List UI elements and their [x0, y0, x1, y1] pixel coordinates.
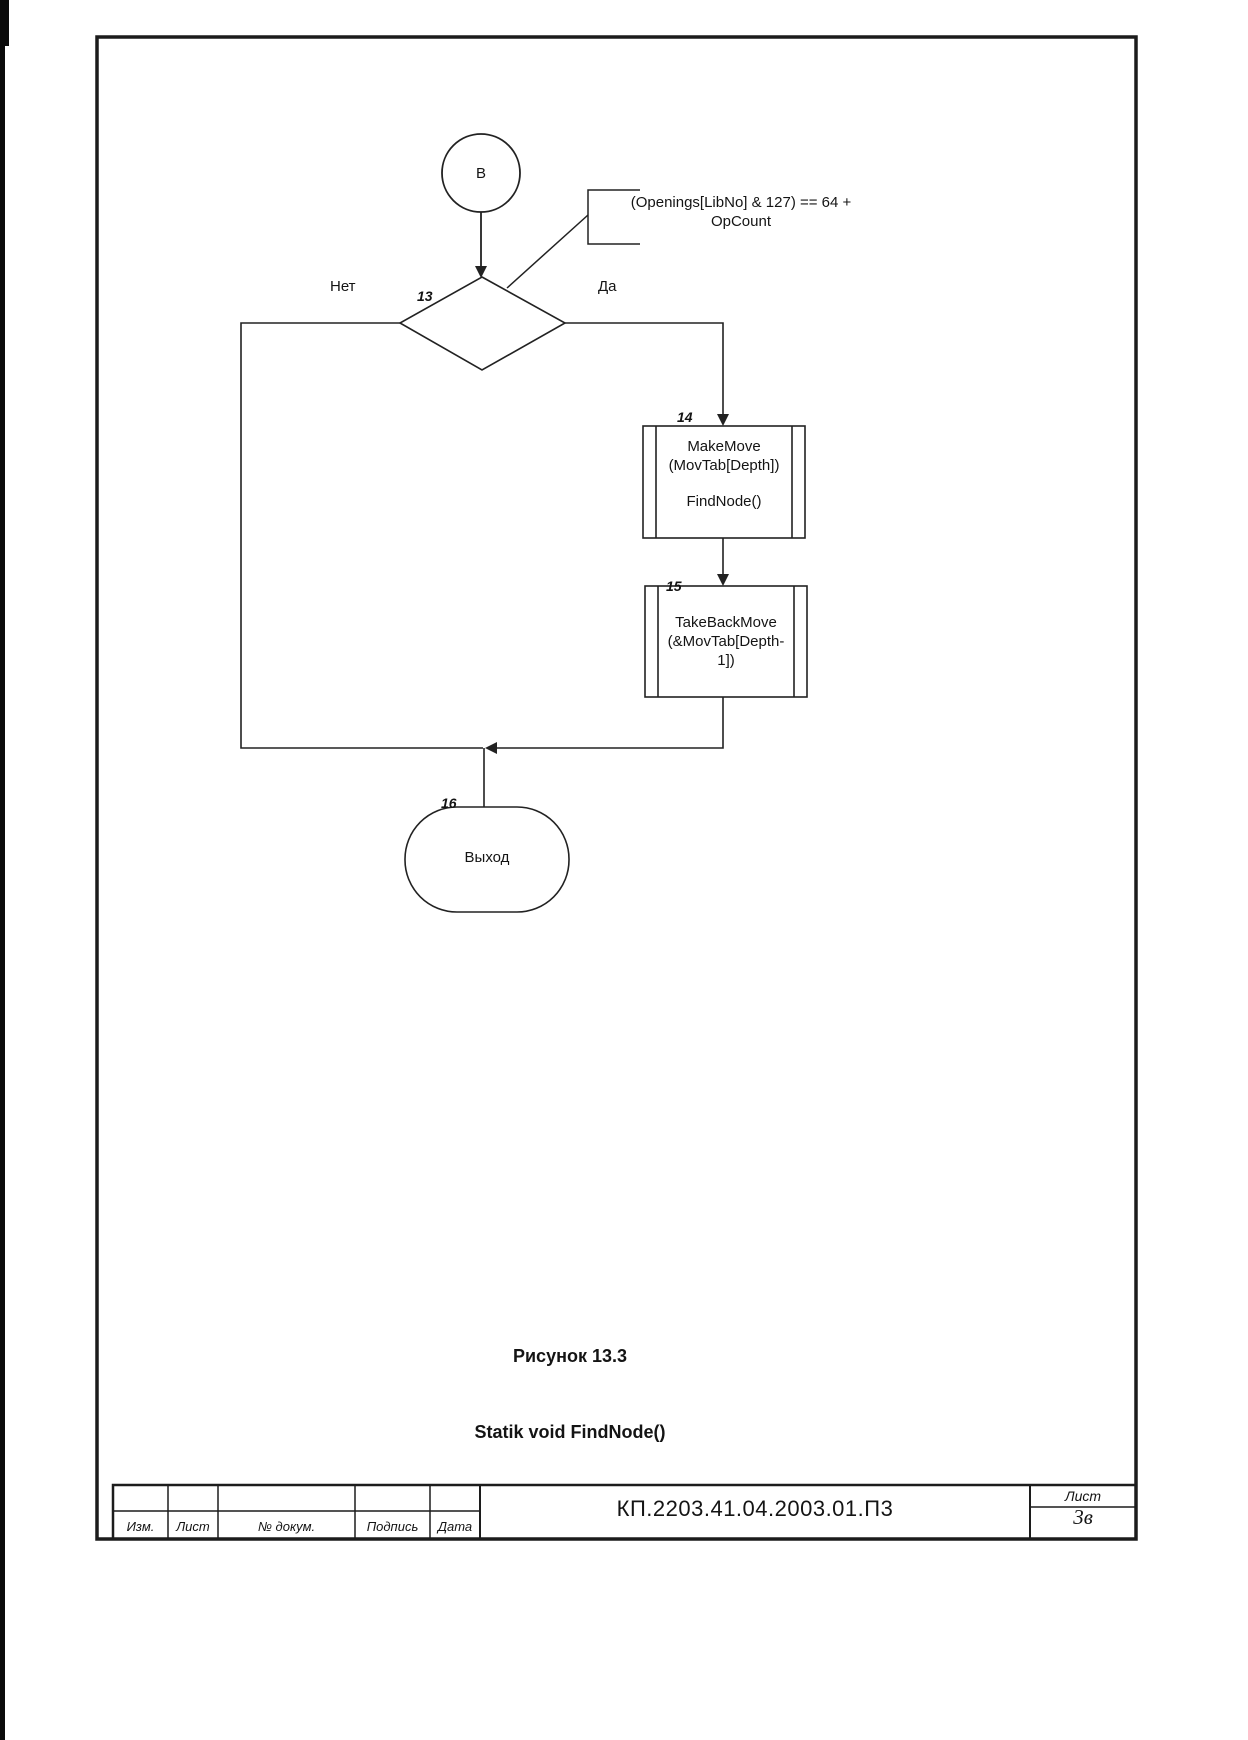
scan-edge-artifact [0, 0, 5, 1740]
titleblock-col-list: Лист [176, 1519, 210, 1534]
annotation-line-2: OpCount [710, 213, 772, 230]
annotation-text: (Openings[LibNo] & 127) == 64 + OpCount [598, 193, 884, 231]
figure-caption: Рисунок 13.3 [512, 1346, 627, 1366]
connector-b-label: В [475, 165, 486, 182]
process-15-line-1: TakeBackMove [675, 614, 777, 631]
arrow-14-to-15 [717, 538, 729, 586]
process-15-box [644, 585, 808, 698]
decision-13-number: 13 [417, 288, 433, 304]
process-15-text: TakeBackMove (&MovTab[Depth- 1]) [645, 613, 807, 670]
page-frame [95, 35, 1138, 1541]
process-15-number: 15 [666, 578, 682, 594]
titleblock-sheet-value: 3в [1073, 1505, 1093, 1529]
title-block-grid [111, 1483, 1138, 1541]
terminator-16-shape [404, 806, 570, 913]
titleblock-col-docnum: № докум. [257, 1519, 316, 1534]
terminator-16-number: 16 [441, 795, 457, 811]
titleblock-col-podpis: Подпись [366, 1519, 419, 1534]
annotation-callout [506, 189, 640, 289]
terminator-16-label: Выход [464, 849, 510, 866]
process-14-text: MakeMove (MovTab[Depth]) [643, 437, 805, 475]
yes-branch-label: Да [598, 278, 617, 295]
no-branch-label: Нет [330, 278, 356, 295]
yes-branch-line [565, 322, 729, 426]
figure-subcaption: Statik void FindNode() [474, 1422, 666, 1442]
titleblock-sheet-label: Лист [1064, 1488, 1102, 1504]
process-15-line-3: 1]) [717, 652, 735, 669]
process-14-box [642, 425, 806, 539]
merge-line [485, 697, 724, 754]
decision-13-diamond [398, 276, 567, 371]
titleblock-col-izm: Изм. [126, 1519, 155, 1534]
annotation-line-1: (Openings[LibNo] & 127) == 64 + [630, 194, 852, 211]
no-branch-line [240, 322, 483, 749]
arrow-circle-to-decision [475, 212, 487, 278]
process-14-number: 14 [677, 409, 693, 425]
titleblock-col-data: Дата [437, 1519, 473, 1534]
process-14-line-2: (MovTab[Depth]) [668, 457, 780, 474]
process-14-line-3: FindNode() [686, 493, 762, 510]
process-14-line-1: MakeMove [687, 438, 761, 455]
process-15-line-2: (&MovTab[Depth- [667, 633, 785, 650]
scan-corner-artifact [0, 0, 9, 46]
titleblock-doc-code: КП.2203.41.04.2003.01.П3 [616, 1496, 894, 1521]
